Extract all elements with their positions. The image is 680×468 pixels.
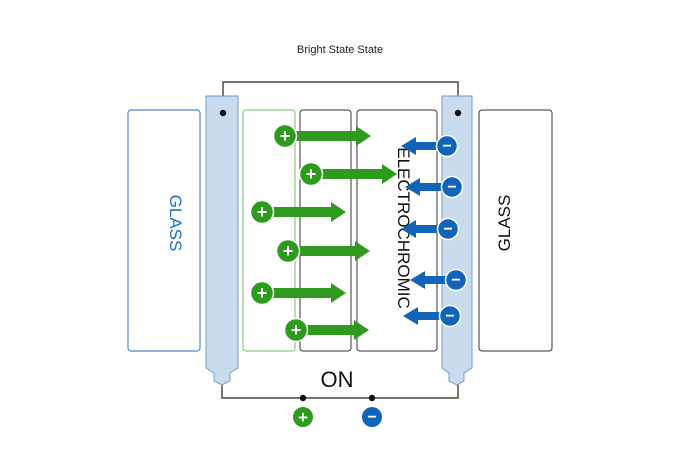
positive-arrow-shape (262, 202, 346, 222)
positive-terminal-symbol: + (298, 408, 308, 427)
negative-ion-icon (436, 217, 460, 241)
negative-ion-icon (444, 268, 468, 292)
left-glass-label: GLASS (166, 195, 185, 252)
negative-ion-arrow: − (401, 134, 459, 158)
top-wire (222, 81, 459, 111)
negative-ion-symbol: − (445, 308, 454, 325)
left-electrode-contact (219, 109, 227, 117)
bottom-wire (221, 382, 459, 399)
negative-ion-arrows: − − − − − (401, 134, 468, 328)
positive-arrow-shape (288, 241, 370, 261)
negative-ion-arrow: − (401, 217, 460, 241)
positive-ion-icon (275, 238, 301, 264)
negative-ion-icon (440, 175, 464, 199)
positive-arrow-shape (311, 164, 397, 184)
negative-ion-symbol: − (451, 272, 460, 289)
negative-terminal: − (362, 407, 382, 427)
negative-arrow-shape (401, 137, 447, 155)
negative-ion-arrow: − (410, 268, 468, 292)
positive-ion-arrow: + (283, 317, 369, 343)
negative-arrow-shape (403, 307, 450, 325)
right-electrode-contact (454, 109, 462, 117)
right-glass-label: GLASS (495, 195, 514, 252)
positive-terminal-icon (293, 407, 313, 427)
left-electrode (205, 95, 239, 386)
diagram-title: Bright State State (297, 44, 383, 56)
positive-ion-symbol: + (257, 283, 268, 303)
positive-arrow-shape (262, 283, 346, 303)
positive-ion-icon (249, 199, 275, 225)
state-label: ON (321, 367, 354, 392)
positive-ion-arrow: + (272, 123, 371, 149)
positive-ion-symbol: + (280, 126, 291, 146)
positive-terminal-dot (299, 394, 307, 402)
positive-ion-arrow: + (249, 199, 346, 225)
negative-ion-icon (438, 304, 462, 328)
negative-ion-symbol: − (443, 221, 452, 238)
negative-ion-symbol: − (447, 179, 456, 196)
electrolyte-layer (299, 109, 352, 352)
negative-ion-arrow: − (403, 304, 462, 328)
positive-ion-icon (298, 161, 324, 187)
negative-ion-icon (435, 134, 459, 158)
positive-ion-arrows: + + + + + + (249, 123, 397, 343)
positive-ion-arrow: + (249, 280, 346, 306)
right-glass-panel (478, 109, 553, 352)
positive-ion-icon (249, 280, 275, 306)
negative-ion-symbol: − (442, 138, 451, 155)
positive-ion-symbol: + (283, 241, 294, 261)
positive-ion-symbol: + (257, 202, 268, 222)
left-glass-panel (127, 109, 201, 352)
positive-ion-arrow: + (298, 161, 397, 187)
negative-terminal-symbol: − (367, 409, 376, 426)
positive-ion-icon (283, 317, 309, 343)
positive-ion-arrow: + (275, 238, 370, 264)
negative-ion-arrow: − (405, 175, 464, 199)
positive-terminal: + (293, 407, 313, 427)
negative-arrow-shape (410, 271, 456, 289)
positive-arrow-shape (296, 320, 369, 340)
negative-arrow-shape (401, 220, 448, 238)
negative-terminal-dot (368, 394, 376, 402)
positive-ion-icon (272, 123, 298, 149)
positive-arrow-shape (285, 126, 371, 146)
positive-ion-symbol: + (306, 164, 317, 184)
positive-ion-symbol: + (291, 320, 302, 340)
negative-terminal-icon (362, 407, 382, 427)
negative-arrow-shape (405, 178, 452, 196)
